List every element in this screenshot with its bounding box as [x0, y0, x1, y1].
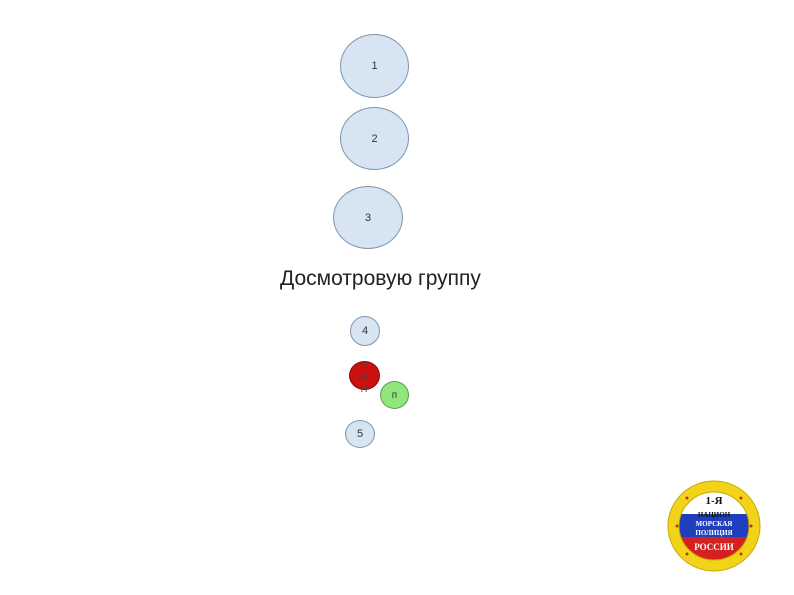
emblem-logo: 1-Я НАЦИОН МОРСКАЯ ПОЛИЦИЯ РОССИИ [667, 480, 761, 572]
emblem-line-4: ПОЛИЦИЯ [695, 529, 732, 537]
node-4-label: 4 [361, 325, 369, 337]
russian-flag-icon [679, 492, 749, 560]
node-2: 2 [340, 107, 409, 170]
red-node [349, 361, 380, 390]
node-5: 5 [345, 420, 375, 448]
node-4: 4 [350, 316, 380, 346]
emblem-line-2: НАЦИОН [698, 511, 731, 519]
red-node-letters: П И Н [357, 359, 371, 395]
red-node-letter: Н [360, 384, 368, 394]
node-1: 1 [340, 34, 409, 98]
decorative-dot-icon [749, 524, 753, 528]
node-5-label: 5 [356, 428, 364, 440]
node-2-label: 2 [371, 132, 378, 145]
node-1-label: 1 [371, 60, 378, 72]
group-caption: Досмотровую группу [280, 267, 481, 290]
emblem-line-3: МОРСКАЯ [696, 520, 733, 528]
red-node-letter: П [360, 360, 368, 370]
decorative-dot-icon [739, 496, 743, 500]
green-node-label: п [391, 389, 398, 401]
decorative-dot-icon [675, 524, 679, 528]
decorative-dot-icon [739, 552, 743, 556]
green-node: п [380, 381, 409, 409]
node-3: 3 [333, 186, 403, 249]
decorative-dot-icon [685, 496, 689, 500]
red-node-letter: И [360, 372, 368, 382]
emblem-line-5: РОССИИ [694, 542, 734, 552]
node-3-label: 3 [364, 211, 372, 224]
emblem-line-1: 1-Я [705, 495, 722, 507]
decorative-dot-icon [685, 552, 689, 556]
